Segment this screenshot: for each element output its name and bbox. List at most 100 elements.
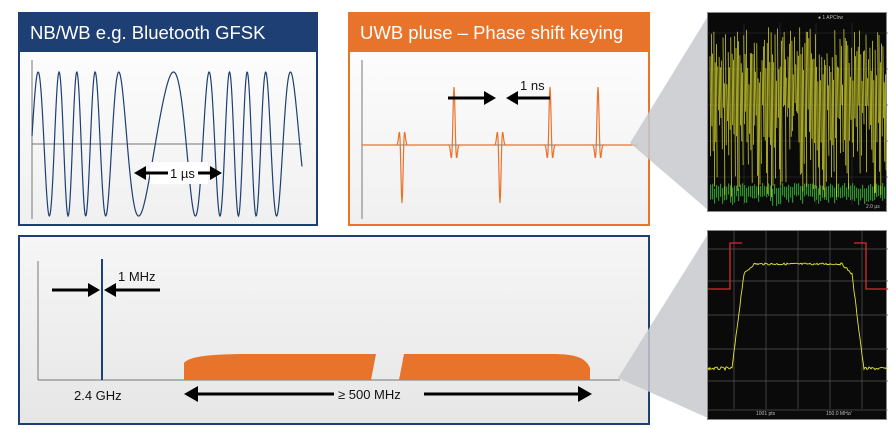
scope-time-domain: ● 1 APClrw 2.0 µs (707, 12, 888, 212)
nb-bw-right-arrowhead (104, 283, 116, 297)
nb-wb-panel: NB/WB e.g. Bluetooth GFSK 1 µs (18, 12, 318, 226)
scope-noise-bar (770, 185, 772, 201)
uwb-pulse-panel-title: UWB pluse – Phase shift keying (350, 14, 648, 52)
scope-noise-bar (792, 187, 794, 203)
scope-noise-bar (776, 188, 778, 207)
scope-noise-bar (852, 183, 854, 200)
scope-noise-bar (860, 188, 862, 201)
scope-noise-bar (764, 185, 766, 196)
scope-noise-bar (846, 187, 848, 200)
scope-noise-bar (872, 186, 874, 202)
scope-noise-bar (856, 187, 858, 199)
scope-noise-bar (740, 184, 742, 197)
scope-noise-bar (796, 183, 798, 197)
scope-noise-bar (780, 186, 782, 204)
scope-noise-bar (746, 187, 748, 203)
scope-noise-bar (756, 186, 758, 199)
scope-spectrum-curve (707, 262, 889, 372)
scope-noise-bar (854, 185, 856, 202)
scope-noise-bar (786, 186, 788, 200)
gfsk-sine-wave (31, 70, 303, 218)
uwb-bandwidth-label: ≥ 500 MHz (338, 387, 401, 402)
scope-spectrum-footer-right: 150.0 MHz/ (826, 411, 852, 417)
frequency-label: 2.4 GHz (74, 388, 122, 403)
uwb-pulse-diagram: 1 ns (361, 60, 638, 219)
duration-label-background (150, 162, 208, 184)
scope-noise-bar (750, 185, 752, 198)
spectrum-diagram: 1 MHz 2.4 GHz ≥ 500 MHz (37, 259, 620, 403)
scope-noise-bar (722, 187, 724, 204)
scope-noise-bar (742, 183, 744, 197)
scope-noise-bar (814, 184, 816, 202)
scope-noise-bar (840, 187, 842, 199)
zoom-wedge-top (630, 16, 708, 210)
scope-noise-bar (732, 187, 734, 205)
pulse-right-arrowhead (506, 91, 518, 105)
scope-noise-bar (848, 183, 850, 198)
scope-noise-bar (710, 184, 712, 200)
pulse-width-label: 1 ns (520, 78, 545, 93)
scope-noise-bar (864, 188, 866, 204)
scope-noise-bar (738, 188, 740, 202)
duration-right-arrowhead (210, 166, 222, 180)
scope-noise-bar (784, 186, 786, 198)
scope-noise-bar (774, 184, 776, 195)
scope-noise-bar (714, 188, 716, 204)
scope-noise-bar (806, 183, 808, 195)
scope-noise-bar (720, 183, 722, 197)
scope-noise-bar (766, 186, 768, 198)
zoom-wedge-bottom (618, 234, 708, 418)
scope-noise-bar (762, 183, 764, 197)
scope-noise-bar (882, 183, 884, 201)
scope-noise-bar (778, 188, 780, 205)
duration-left-arrowhead (134, 166, 146, 180)
scope-noise-bar (850, 185, 852, 201)
nb-bandwidth-label: 1 MHz (118, 269, 156, 284)
scope-noise-bar (716, 185, 718, 198)
scope-spectrum-grid (708, 231, 888, 409)
scope-spectrum-footer-left: 1001 pts (756, 411, 776, 417)
scope-noise-bar (820, 185, 822, 202)
scope-noise-bar (842, 185, 844, 198)
scope-noise-bar (768, 183, 770, 196)
scope-spectrum: 1001 pts 150.0 MHz/ (707, 230, 889, 420)
scope-noise-bar (808, 183, 810, 197)
uwb-band-left (184, 354, 376, 380)
uwb-pulse-train (362, 86, 638, 204)
scope-noise-bar (730, 185, 732, 203)
scope-noise-bar (782, 183, 784, 196)
scope-noise-bar (798, 183, 800, 196)
scope-noise-bar (728, 183, 730, 195)
scope-noise-bar (832, 185, 834, 198)
scope-noise-bar (876, 183, 878, 198)
scope-noise-bar (788, 184, 790, 203)
scope-noise-bar (868, 185, 870, 202)
scope-spectrum-trace (707, 231, 889, 411)
scope-signal-trace (709, 27, 887, 198)
scope-noise-bar (810, 183, 812, 197)
scope-noise-bar (834, 187, 836, 204)
spectrum-panel: 1 MHz 2.4 GHz ≥ 500 MHz (18, 235, 650, 425)
scope-noise-bar (760, 185, 762, 197)
scope-noise-bar (884, 186, 886, 199)
scope-noise-bar (790, 186, 792, 198)
scope-noise-bar (870, 184, 872, 201)
scope-noise-bar (772, 188, 774, 206)
scope-time-footer: 2.0 µs (866, 204, 880, 210)
scope-noise-bar (794, 183, 796, 196)
scope-noise-bar (804, 183, 806, 197)
scope-noise-bar (812, 183, 814, 197)
scope-noise-bar (862, 184, 864, 198)
scope-noise-bar (748, 186, 750, 197)
scope-noise-bar (828, 185, 830, 203)
scope-noise-bar (736, 185, 738, 197)
scope-noise-bar (878, 185, 880, 197)
scope-noise-bar (800, 185, 802, 201)
scope-noise-bar (838, 183, 840, 198)
scope-noise-bar (822, 185, 824, 198)
duration-label: 1 µs (170, 166, 195, 181)
scope-noise-bar (726, 186, 728, 200)
scope-noise-bar (866, 188, 868, 202)
uwb-bw-right-arrowhead (578, 386, 592, 402)
